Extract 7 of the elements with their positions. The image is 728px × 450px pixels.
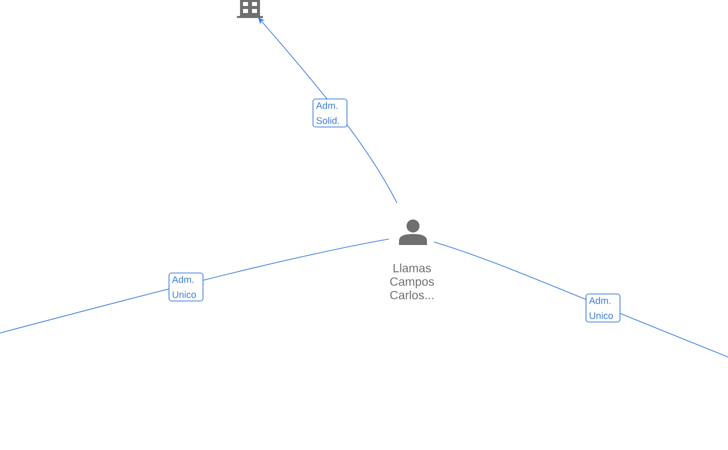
edge-label: Adm. Unico [586, 294, 620, 322]
person-name: Llamas Campos Carlos... [390, 264, 434, 300]
connector [0, 238, 390, 334]
connector [434, 242, 728, 358]
edge-label: Adm. Unico [168, 272, 204, 302]
edge-label: Adm. Solid. [312, 98, 348, 128]
building-icon [237, 0, 263, 18]
